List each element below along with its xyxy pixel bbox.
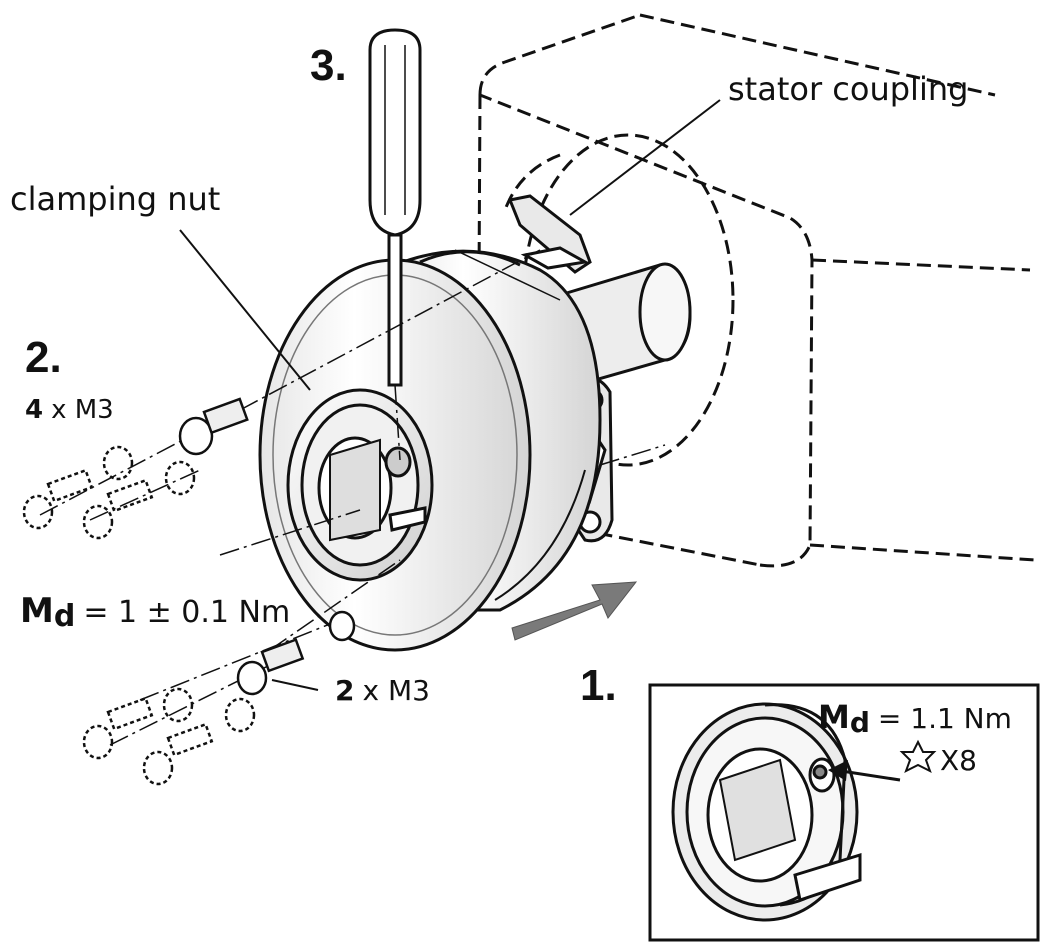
insertion-arrow (511, 581, 638, 641)
alignment-lines (39, 249, 666, 746)
screws-2-spec: x M3 (362, 674, 429, 707)
inset-tool-label: X8 (940, 744, 977, 777)
screws-2-x-m3 (82, 610, 356, 786)
screwdriver (368, 28, 422, 387)
step-3-label: 3. (310, 41, 347, 90)
inset-torque-label: Md= 1.1 Nm (818, 698, 1012, 739)
torque-main-value: = 1 ± 0.1 Nm (83, 595, 290, 630)
clamping-nut-label: clamping nut (10, 180, 220, 218)
torque-main-sub: d (54, 599, 75, 634)
screws-2-count: 2 (335, 674, 354, 707)
stator-coupling-label: stator coupling (728, 70, 968, 108)
inset-torque-symbol: M (818, 698, 850, 736)
inset-pointer-head (828, 760, 848, 781)
step-2-label: 2. (25, 333, 62, 382)
screws-4-count: 4 (25, 395, 43, 425)
inset-torque-value: = 1.1 Nm (878, 702, 1012, 735)
inset-nut (671, 702, 862, 922)
step-1-label: 1. (580, 661, 617, 710)
inset-clamping-nut-detail (648, 683, 1040, 942)
screws-4-spec: x M3 (51, 395, 114, 425)
torque-main-symbol: M (20, 591, 54, 631)
clamping-nut (286, 388, 434, 582)
screws-4-x-m3 (22, 397, 249, 540)
torx-star-icon (899, 739, 937, 774)
inset-torque-sub: d (850, 706, 870, 739)
torque-main-label: Md= 1 ± 0.1 Nm (20, 591, 290, 634)
leader-lines (179, 99, 721, 691)
screws-4-label: 4 x M3 (25, 395, 114, 425)
